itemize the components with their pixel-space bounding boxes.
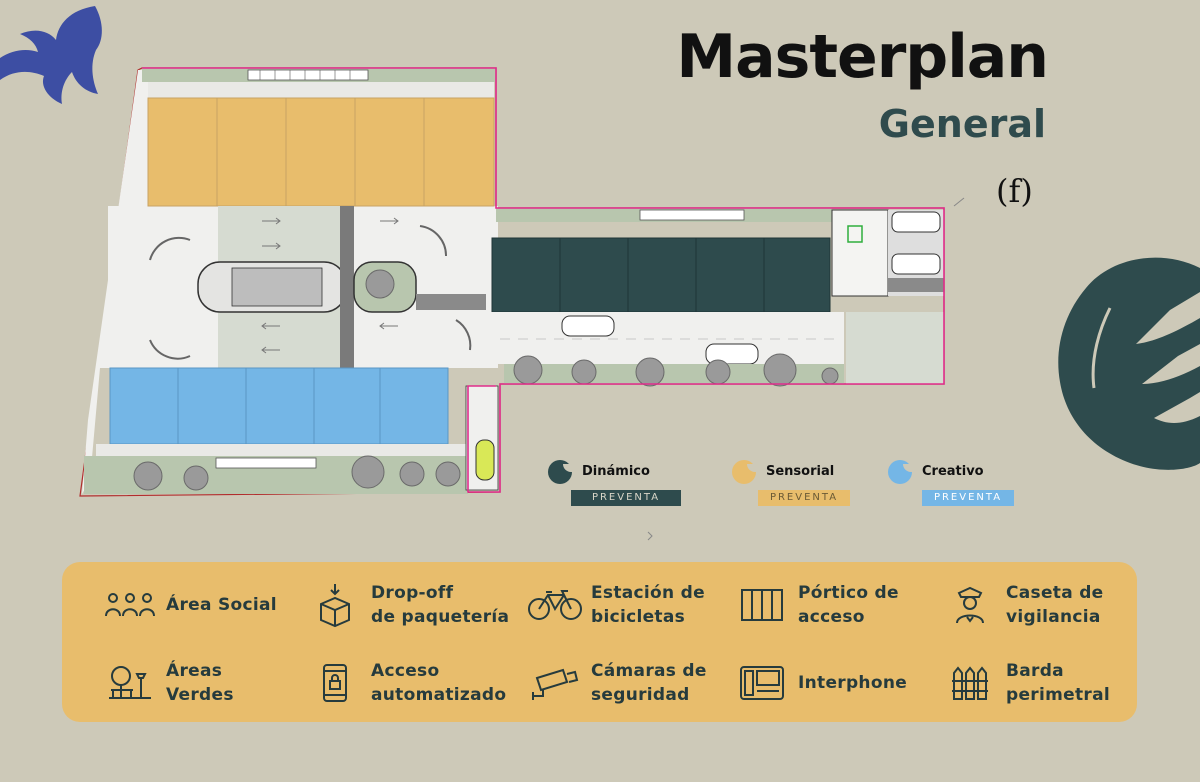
amenity-label: Interphone [798,673,908,693]
amenity-label: Caseta de vigilancia [1006,583,1104,627]
tree [183,465,209,491]
legend-swatch [732,460,757,484]
page-subtitle: General [878,102,1046,146]
tree [435,461,461,487]
lot-creativo-1 [109,367,179,445]
amenity-label: Barda perimetral [1006,661,1110,705]
lot-dinamico-4 [695,237,765,313]
amenity-label: Área Social [166,595,277,615]
tree [705,359,731,385]
interphone-icon [734,658,790,708]
lot-creativo-2 [177,367,247,445]
site-plan [79,67,965,541]
lot-sensorial-1 [147,97,218,207]
lot-dinamico-3 [627,237,697,313]
amenity-barda: Barda perimetral [942,658,1110,708]
tree [513,355,543,385]
phone-lock-icon [307,658,363,708]
amenity-label: Cámaras de seguridad [591,661,707,705]
legend-label: Creativo [922,464,984,479]
amenity-camaras: Cámaras de seguridad [527,658,707,708]
lot-dinamico-2 [559,237,629,313]
tree [351,455,385,489]
tree [635,357,665,387]
amenities-panel: Área Social Drop-off de paquetería Estac… [62,562,1137,722]
lot-sensorial-3 [285,97,356,207]
lot-sensorial-4 [354,97,425,207]
lot-sensorial-2 [216,97,287,207]
amenity-acceso-automatizado: Acceso automatizado [307,658,506,708]
fence-icon [942,658,998,708]
amenity-label: Pórtico de acceso [798,583,899,627]
lot-creativo-3 [245,367,315,445]
tree [571,359,597,385]
status-badge: PREVENTA [758,490,850,506]
legend-label: Dinámico [582,464,650,479]
brand-logo: (f) [996,172,1033,210]
amenity-label: Acceso automatizado [371,661,507,705]
security-camera-icon [527,658,583,708]
amenity-bicicletas: Estación de bicicletas [527,580,705,630]
tree [365,269,395,299]
lot-dinamico-1 [491,237,561,313]
lot-dinamico-5 [763,237,831,313]
lot-sensorial-5 [423,97,495,207]
monstera-leaf-icon [1058,257,1200,470]
lot-creativo-5 [379,367,449,445]
guard-icon [942,580,998,630]
amenity-label: Estación de bicicletas [591,583,705,627]
amenity-label: Drop-off de paquetería [371,583,510,627]
car [561,315,615,337]
package-dropoff-icon [307,580,363,630]
people-icon [102,580,158,630]
amenity-caseta: Caseta de vigilancia [942,580,1104,630]
amenity-drop-off: Drop-off de paquetería [307,580,509,630]
lot-creativo-4 [313,367,381,445]
perimeter-line [142,67,945,493]
legend-swatch [548,460,573,484]
amenity-area-social: Área Social [102,580,277,630]
legend-swatch [888,460,913,484]
status-badge: PREVENTA [922,490,1014,506]
amenity-portico: Pórtico de acceso [734,580,899,630]
main-road [488,312,844,364]
amenity-areas-verdes: Áreas Verdes [102,658,234,708]
tree [763,353,797,387]
amenity-interphone: Interphone [734,658,907,708]
status-badge: PREVENTA [571,490,681,506]
tree [399,461,425,487]
leaf-decoration-icon [0,6,102,104]
guard-house [831,209,889,297]
legend-label: Sensorial [766,464,835,479]
park-icon [102,658,158,708]
amenity-label: Áreas Verdes [166,661,234,705]
bicycle-icon [527,580,583,630]
tree [821,367,839,385]
gate-icon [734,580,790,630]
tree [133,461,163,491]
page-title: Masterplan [676,22,1049,92]
